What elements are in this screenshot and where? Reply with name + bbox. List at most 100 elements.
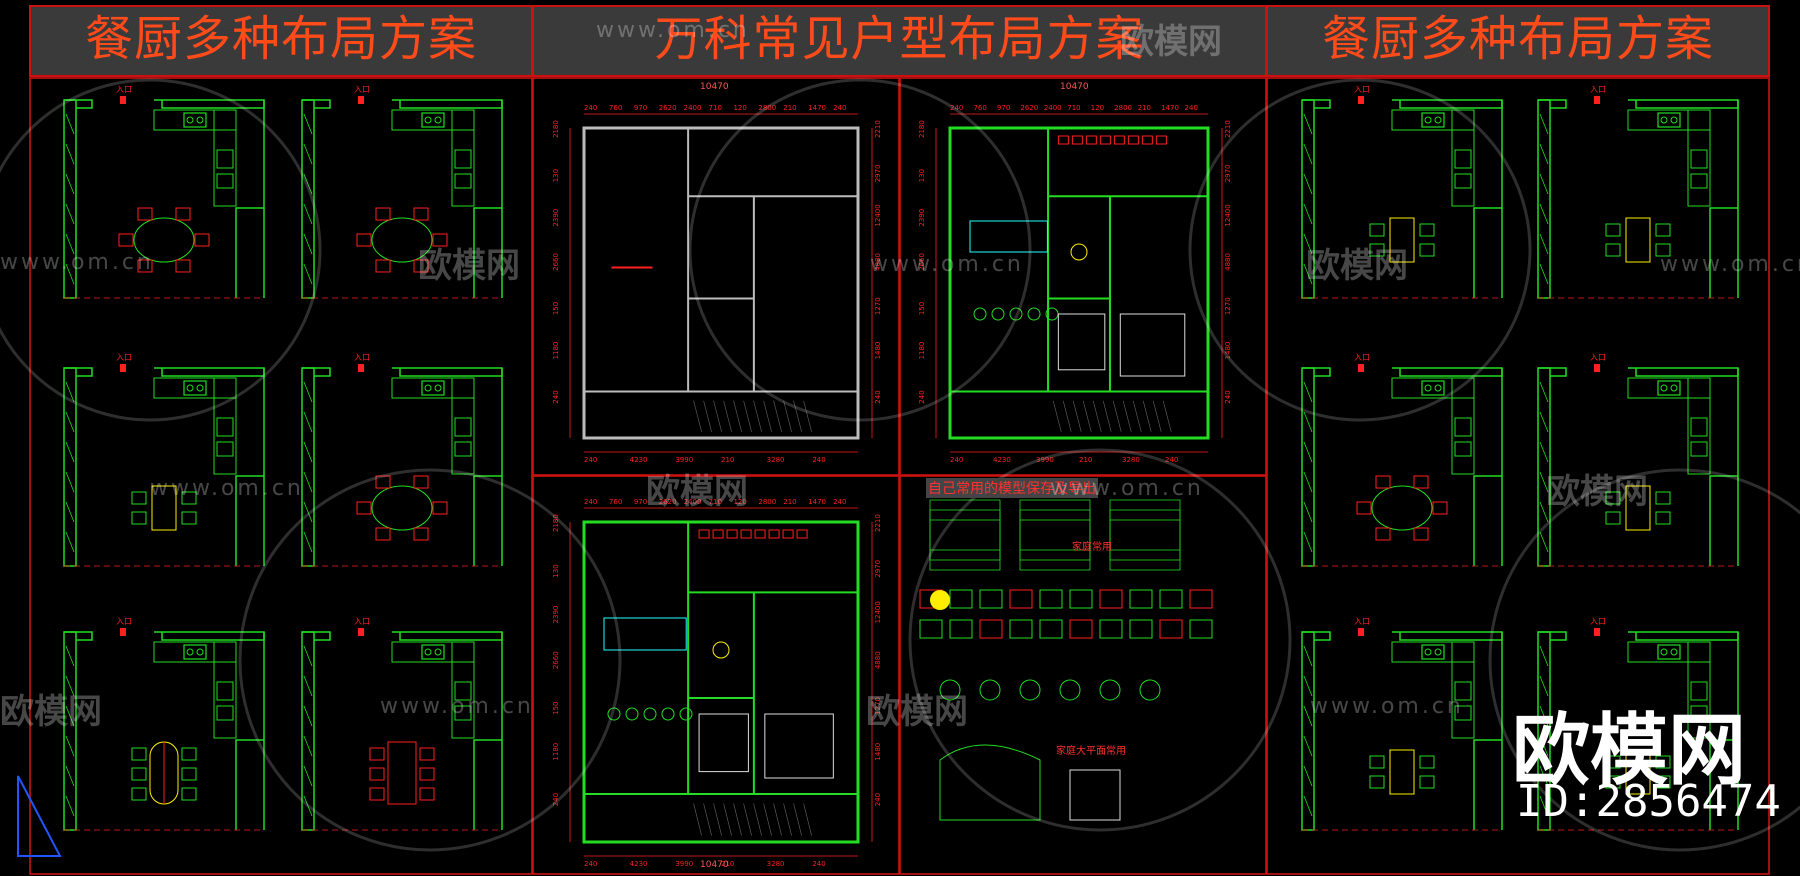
stove-icon (1657, 380, 1681, 396)
watermark-site: www.om.cn (596, 18, 750, 43)
chair-icon (1369, 243, 1385, 257)
dimension-label: 130 (918, 169, 926, 182)
wall-hatch (1539, 263, 1549, 285)
chair-icon (181, 511, 197, 525)
chair-icon (1419, 223, 1435, 237)
wall-hatch (1539, 143, 1549, 165)
balcony-hatch (733, 400, 742, 432)
table-icon (1155, 135, 1167, 145)
chair-icon (413, 527, 429, 541)
entrance-label: 入口 (1590, 85, 1606, 94)
dimension-label: 150 (918, 302, 926, 315)
balcony-hatch (1082, 400, 1092, 432)
wall-hatch (303, 233, 313, 255)
plant-icon (991, 307, 1005, 321)
wall-top-left (1538, 631, 1567, 641)
fridge-icon (1454, 173, 1472, 189)
wall-hatch (1539, 173, 1549, 195)
furniture-icon (1159, 589, 1183, 609)
entrance-arrow-icon (1358, 628, 1364, 636)
chair-icon (131, 511, 147, 525)
wall-top-left (1302, 631, 1331, 641)
rect-table-icon (1625, 485, 1651, 531)
sink-icon (1454, 417, 1472, 437)
burner-icon (1660, 116, 1668, 124)
burner-icon (1670, 648, 1678, 656)
wall-top-left (1538, 99, 1567, 109)
title-bar-left (29, 5, 533, 77)
dimension-label: 1270 (1224, 297, 1232, 315)
dimension-label: 240 (552, 793, 560, 806)
dimension-label: 1270 (874, 697, 882, 715)
entrance-arrow-icon (358, 96, 364, 104)
burner-icon (1670, 116, 1678, 124)
plan-outer-wall (582, 126, 860, 440)
table-icon (1057, 135, 1069, 145)
wall-hatch (65, 173, 75, 195)
dimension-label: 12400 (1224, 204, 1232, 226)
title-bar-right (1266, 5, 1770, 77)
dimension-label: 4880 (1224, 253, 1232, 271)
dimension-label: 4230 (630, 456, 648, 464)
furniture-icon (1099, 589, 1123, 609)
chair-icon (1605, 491, 1621, 505)
plant-icon (661, 707, 675, 721)
balcony-hatch (793, 803, 802, 836)
wall-hatch (1303, 113, 1313, 135)
watermark-logo: 欧模网 (418, 246, 520, 286)
balcony-hatch (1052, 400, 1062, 432)
burner-icon (434, 384, 442, 392)
panel-grid (29, 77, 1770, 875)
wall-hatch (303, 645, 313, 667)
wall-top (154, 631, 265, 641)
watermark-site: www.om.cn (150, 476, 304, 501)
dimension-label: 1480 (874, 743, 882, 761)
bed-icon (698, 713, 749, 773)
wall-top (392, 99, 503, 109)
dimension-label: 2180 (552, 120, 560, 138)
wall-hatch (65, 143, 75, 165)
balcony-hatch (1122, 400, 1132, 432)
dimension-label: 2180 (552, 514, 560, 532)
wall-hatch (65, 113, 75, 135)
chair-icon (369, 767, 385, 781)
wall-top (154, 99, 265, 109)
wall-hatch (1539, 471, 1549, 493)
chair-icon (1605, 755, 1621, 769)
chair-icon (1413, 527, 1429, 541)
burner-icon (424, 384, 432, 392)
table-icon (740, 529, 752, 539)
wall-right (473, 632, 503, 830)
burner-icon (1434, 384, 1442, 392)
dimension-label: 760 (609, 104, 622, 112)
sink-icon (216, 149, 234, 169)
chair-icon (432, 233, 448, 247)
sink-icon (454, 417, 472, 437)
wall-hatch (1539, 203, 1549, 225)
bed-icon (764, 713, 834, 779)
dimension-label: 210 (783, 104, 796, 112)
balcony-hatch (1062, 400, 1072, 432)
wall-hatch (303, 675, 313, 697)
wall-hatch (1303, 263, 1313, 285)
balcony-hatch (763, 803, 772, 836)
chair-icon (1655, 775, 1671, 789)
entrance-label: 入口 (1354, 617, 1370, 626)
chair-icon (175, 259, 191, 273)
wall-hatch (65, 233, 75, 255)
wall-hatch (1539, 735, 1549, 757)
fridge-icon (454, 705, 472, 721)
chair-icon (181, 747, 197, 761)
balcony-hatch (693, 803, 702, 836)
dimension-label: 120 (733, 104, 746, 112)
entrance-label: 入口 (354, 353, 370, 362)
dimension-label: 2620 (659, 104, 677, 112)
stove-icon (1421, 112, 1445, 128)
entrance-arrow-icon (1594, 364, 1600, 372)
furniture-icon (1069, 619, 1093, 639)
library-block (1109, 519, 1181, 571)
dimension-label: 240 (950, 456, 963, 464)
sun-icon (930, 590, 950, 610)
table-icon (726, 529, 738, 539)
